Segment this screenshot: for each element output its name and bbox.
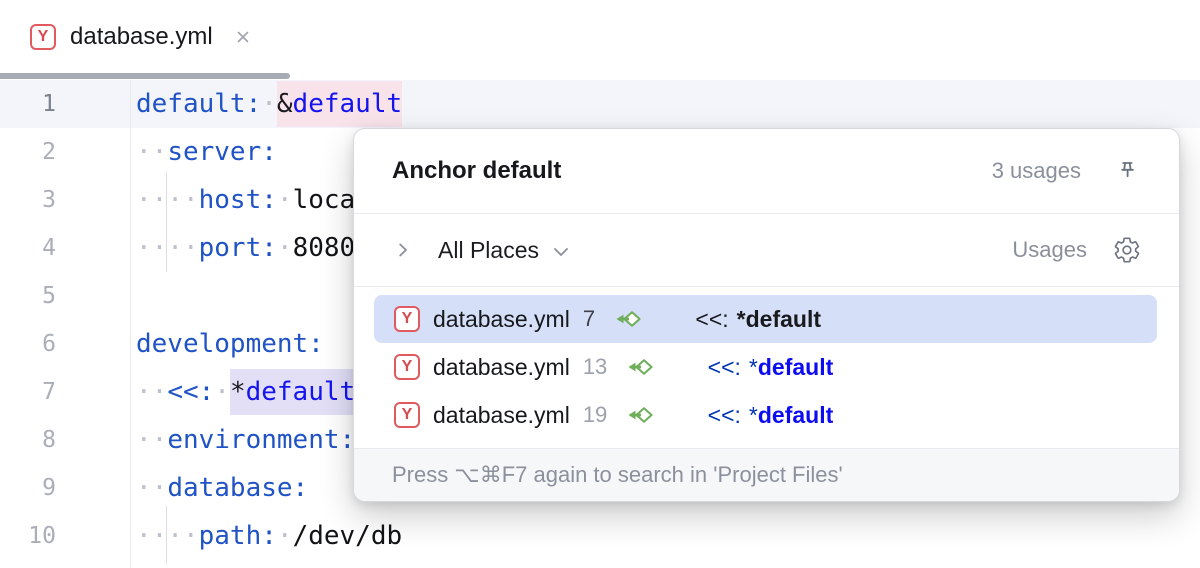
code-line[interactable]: 10 ····path:·/dev/db	[0, 512, 1200, 560]
code-text: ··database:	[136, 473, 309, 503]
line-number: 4	[42, 235, 56, 261]
read-access-arrow-icon	[614, 309, 644, 329]
tab-filename: database.yml	[70, 23, 213, 50]
popup-footer-hint: Press ⌥⌘F7 again to search in 'Project F…	[354, 448, 1179, 501]
usage-file-name: database.yml	[433, 353, 570, 380]
code-line[interactable]: 9 ··database:	[0, 464, 1200, 512]
yaml-file-icon: Y	[394, 354, 420, 380]
usage-row[interactable]: Y database.yml 7 <<:*default	[374, 295, 1157, 343]
line-number: 7	[42, 379, 56, 405]
yaml-file-icon: Y	[394, 306, 420, 332]
line-number: 5	[42, 283, 56, 309]
yaml-file-icon: Y	[394, 402, 420, 428]
usage-row[interactable]: Y database.yml 19 <<:*default	[374, 391, 1157, 439]
code-line[interactable]: 7 ··<<:·*default	[0, 368, 1200, 416]
gutter-separator	[130, 80, 131, 568]
code-line[interactable]: 4 ····port:·8080	[0, 224, 1200, 272]
usage-row[interactable]: Y database.yml 13 <<:*default	[374, 343, 1157, 391]
pin-icon[interactable]	[1113, 157, 1141, 185]
popup-filter-row: All Places Usages	[354, 213, 1179, 287]
line-number: 8	[42, 427, 56, 453]
code-line[interactable]: 6 development:	[0, 320, 1200, 368]
code-text: ····port:·8080	[136, 233, 356, 263]
code-line[interactable]: 5	[0, 272, 1200, 320]
code-line[interactable]: 8 ··environment:	[0, 416, 1200, 464]
popup-header: Anchor default 3 usages	[354, 129, 1179, 213]
popup-title: Anchor default	[392, 157, 562, 184]
usage-line-number: 7	[582, 306, 596, 331]
usage-line-number: 19	[582, 402, 608, 427]
line-number: 9	[42, 475, 56, 501]
line-number: 10	[28, 523, 56, 549]
code-text: ··environment:	[136, 425, 356, 455]
usage-count: 3 usages	[991, 158, 1081, 183]
usage-line-number: 13	[582, 354, 608, 379]
line-number: 6	[42, 331, 56, 357]
code-text: default:·&default	[136, 80, 403, 128]
code-text: ··server:	[136, 137, 277, 167]
expand-chevron-right-icon[interactable]	[392, 239, 414, 261]
chevron-down-icon[interactable]	[549, 240, 573, 264]
usage-file-name: database.yml	[433, 305, 570, 332]
usage-code-preview: <<:*default	[707, 401, 834, 428]
yaml-file-icon: Y	[30, 24, 56, 50]
scope-selector[interactable]: All Places	[438, 236, 539, 263]
indent-guide	[166, 172, 167, 272]
find-usages-popup: Anchor default 3 usages All Places Usage…	[353, 128, 1180, 502]
gear-icon[interactable]	[1113, 236, 1141, 264]
line-number: 1	[42, 91, 56, 117]
tab-usages[interactable]: Usages	[1012, 237, 1087, 262]
close-tab-icon[interactable]	[233, 27, 253, 47]
usage-results-list: Y database.yml 7 <<:*default Y database.…	[354, 287, 1179, 451]
line-number: 2	[42, 139, 56, 165]
line-number: 3	[42, 187, 56, 213]
editor-tab-bar: Y database.yml	[0, 0, 1200, 81]
usage-file-name: database.yml	[433, 401, 570, 428]
code-line[interactable]: 3 ····host:·loca	[0, 176, 1200, 224]
active-tab-indicator	[0, 73, 290, 79]
code-text: development:	[136, 329, 324, 359]
editor-tab-database-yml[interactable]: Y database.yml	[0, 0, 253, 74]
code-text: ····path:·/dev/db	[136, 521, 403, 551]
code-line[interactable]: 1 default:·&default	[0, 80, 1200, 128]
read-access-arrow-icon	[626, 357, 656, 377]
code-text: ····host:·loca	[136, 185, 356, 215]
read-access-arrow-icon	[626, 405, 656, 425]
usage-code-preview: <<:*default	[707, 353, 834, 380]
code-line[interactable]: 2 ··server:	[0, 128, 1200, 176]
usage-code-preview: <<:*default	[695, 305, 822, 332]
code-text: ··<<:·*default	[136, 368, 356, 416]
indent-guide	[166, 506, 167, 564]
